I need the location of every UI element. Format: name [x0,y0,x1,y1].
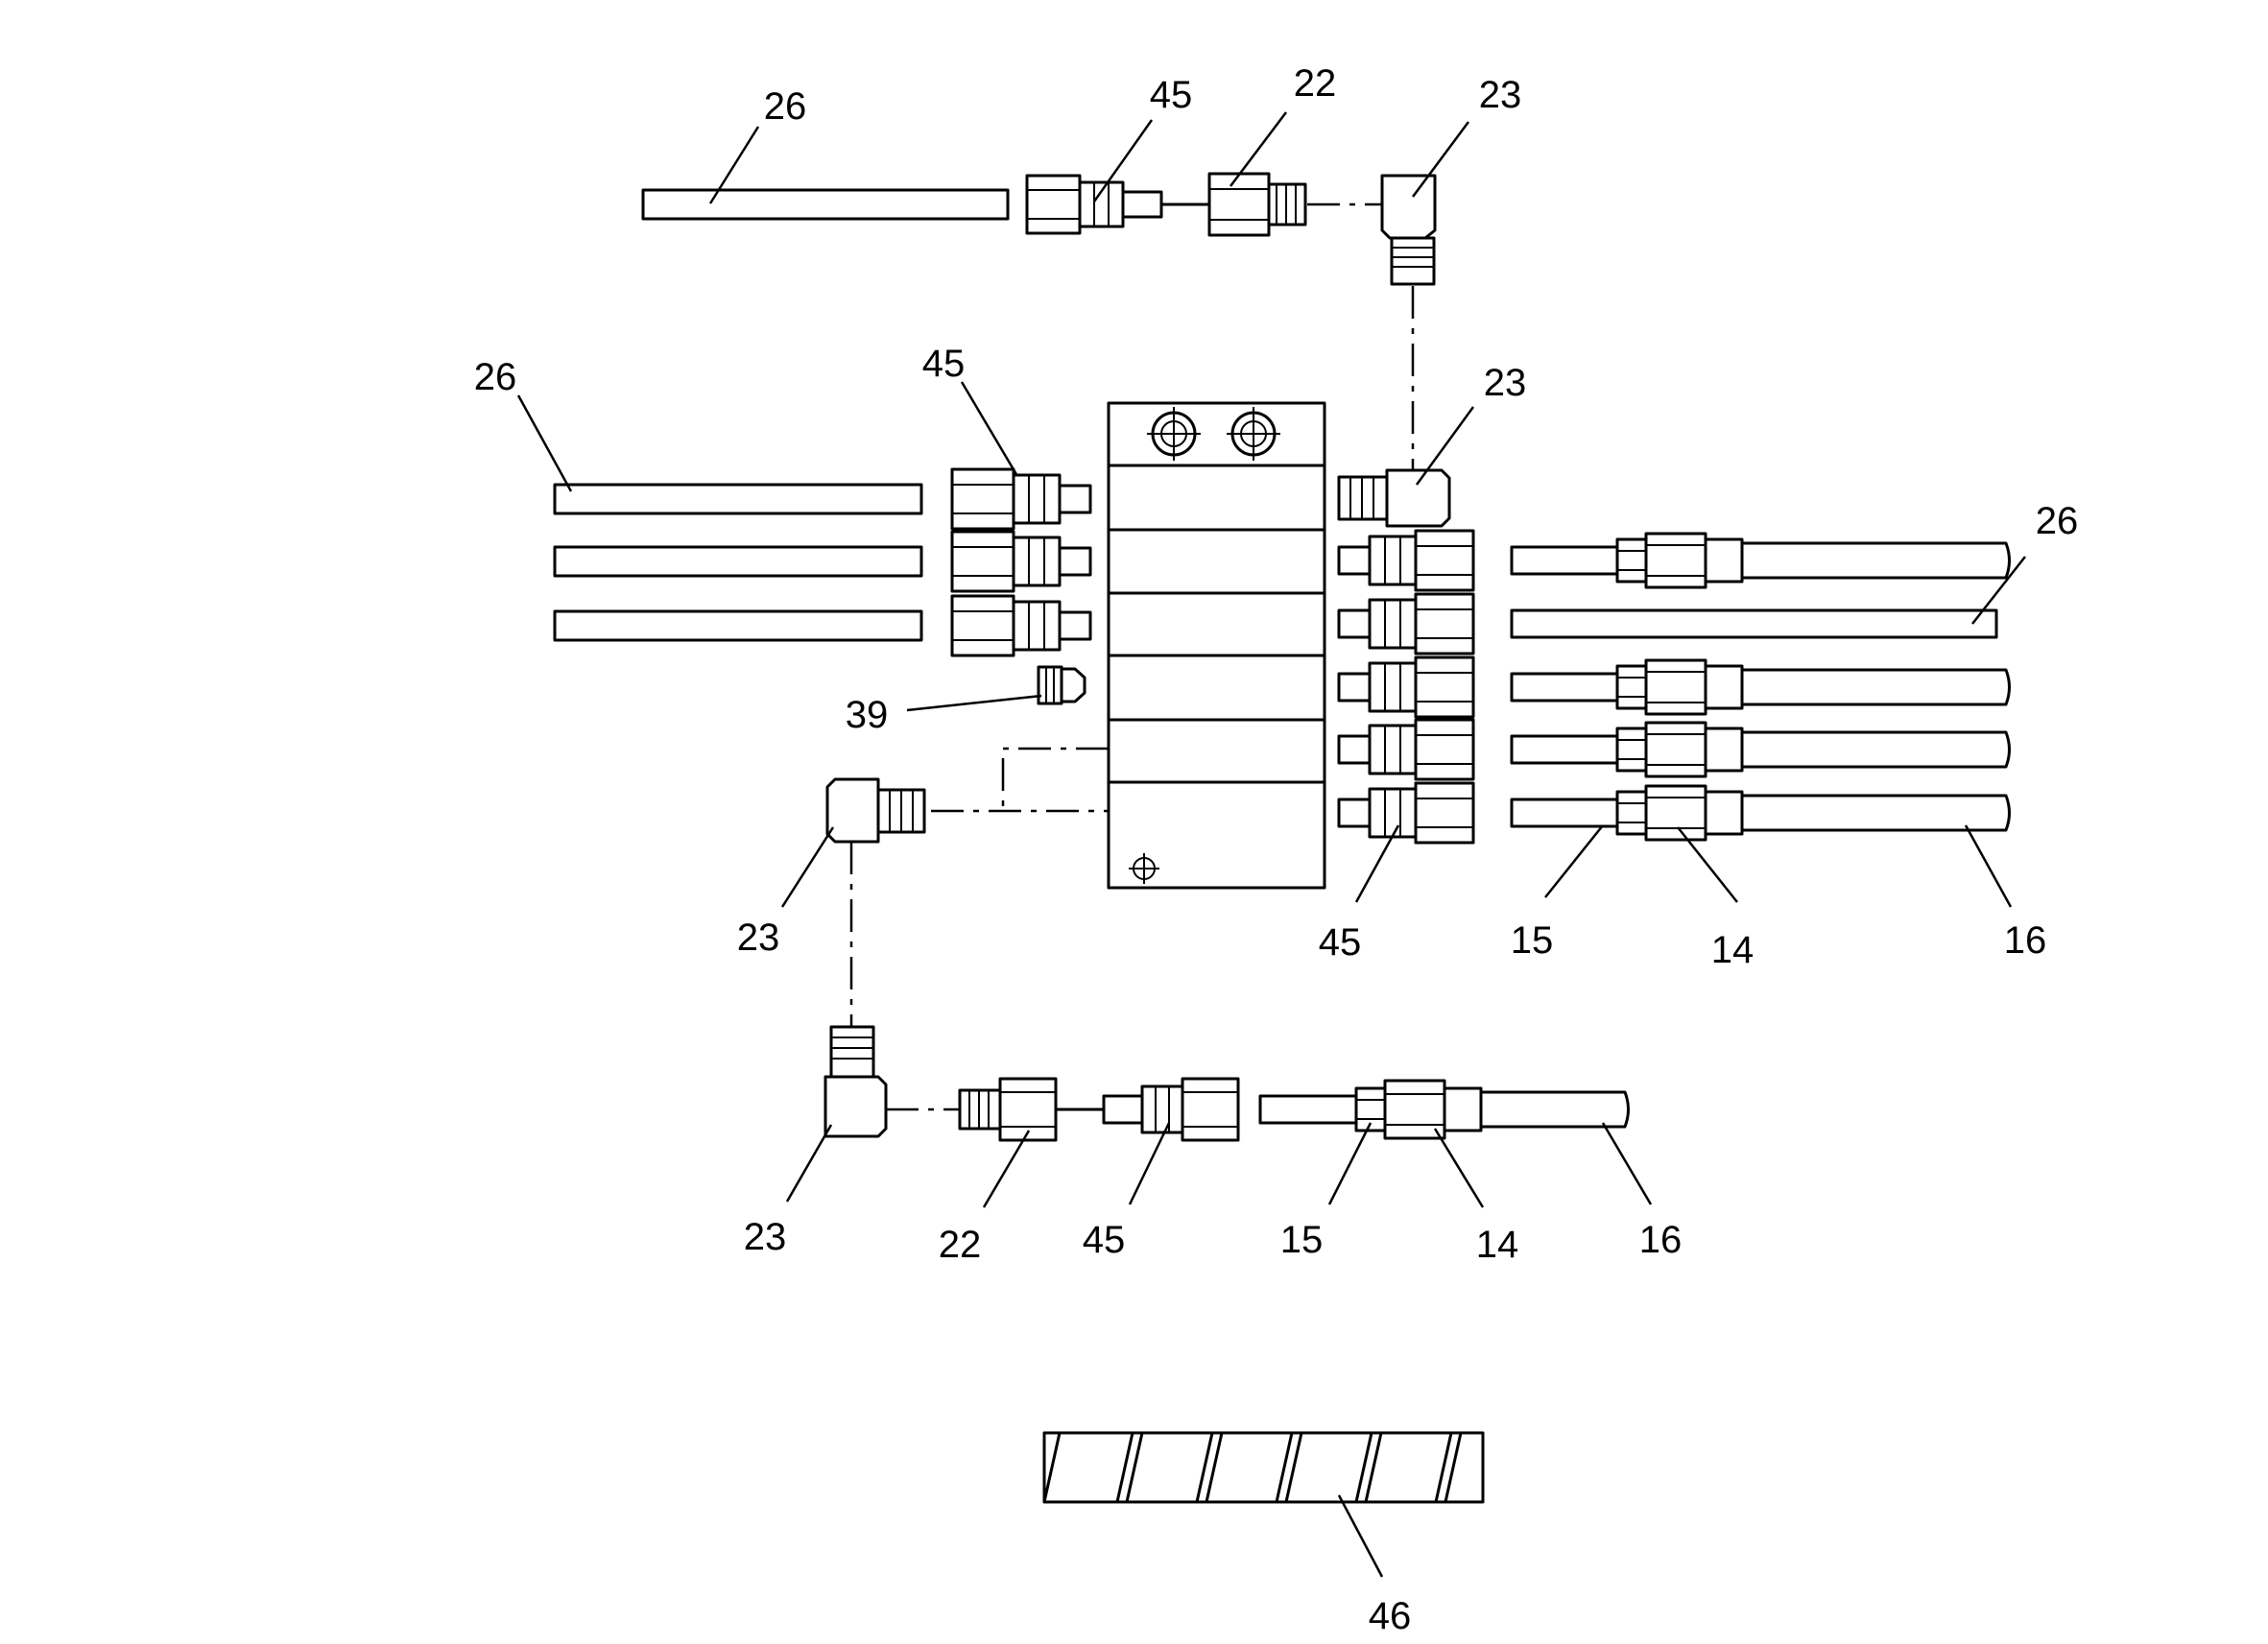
tube-26-left [553,483,923,515]
callout-15: 15 [1511,919,1554,962]
fitting-45-right [1337,781,1475,845]
callout-14: 14 [1476,1224,1519,1266]
callout-23: 23 [737,917,780,959]
callout-22: 22 [939,1224,982,1266]
callout-45: 45 [1319,921,1362,964]
callout-16: 16 [2004,919,2047,962]
fitting-45-right [1337,529,1475,592]
callout-22: 22 [1294,62,1337,105]
callout-15: 15 [1280,1219,1324,1261]
plug-39 [1037,665,1086,705]
tube-26-top [641,188,1010,221]
callout-46: 46 [1369,1595,1412,1637]
fitting-22-bottom [958,1077,1058,1142]
hose-assembly-right [1510,784,2011,842]
callout-23: 23 [1479,74,1522,116]
fitting-45-right [1337,718,1475,781]
fitting-45-left [950,467,1092,531]
fitting-45-left [950,530,1092,593]
hose-assembly-right [1510,658,2011,716]
callout-labels: 26 45 22 23 26 45 23 26 39 23 45 15 14 1… [474,62,2079,1637]
mount-hole [1227,407,1280,461]
fitting-45-right [1337,592,1475,655]
spiral-wrap-46 [1042,1431,1485,1504]
tube-26-left [553,609,923,642]
callout-23: 23 [744,1216,787,1258]
callout-39: 39 [846,694,889,736]
fitting-22-top [1207,172,1307,237]
elbow-23-top [1380,174,1437,286]
callout-26: 26 [474,356,517,398]
hose-assembly-right [1510,721,2011,778]
fitting-45-top [1025,174,1163,235]
tube-26-right [1510,608,1998,639]
hose-assembly-bottom [1258,1079,1630,1140]
tube-26-left [553,545,923,578]
elbow-23-right [1337,468,1451,528]
mount-hole [1129,853,1159,884]
fitting-45-bottom [1102,1077,1240,1142]
callout-14: 14 [1711,929,1755,971]
bottom-assembly [824,1025,1630,1142]
left-tubes [553,483,923,642]
callout-16: 16 [1639,1219,1683,1261]
callout-45: 45 [922,343,966,385]
mount-hole [1147,407,1201,461]
elbow-23-left [825,777,926,844]
elbow-23-bottom [824,1025,888,1138]
callout-23: 23 [1484,362,1527,404]
manifold-block [1107,401,1326,890]
fitting-45-right [1337,655,1475,719]
callout-45: 45 [1150,74,1193,116]
hose-assembly-right [1510,532,2011,589]
callout-45: 45 [1083,1219,1126,1261]
callout-26: 26 [764,85,807,128]
top-assembly [641,172,1437,470]
fitting-45-left [950,594,1092,657]
callout-26: 26 [2036,500,2079,542]
leader-lines [516,111,2026,1578]
